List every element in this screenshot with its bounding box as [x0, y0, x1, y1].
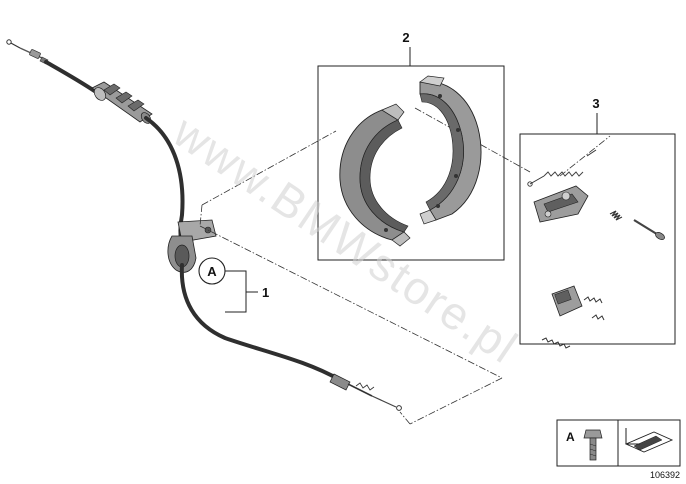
- cable-end-top: [6, 39, 49, 65]
- callout-2: 2: [402, 30, 409, 45]
- callout-1: 1: [262, 285, 269, 300]
- bolt-icon: [583, 429, 603, 461]
- handbrake-cable-assembly: [6, 39, 402, 411]
- callout-a-letter: A: [207, 264, 217, 279]
- cable-end-bottom: [329, 373, 402, 411]
- adjuster-mechanism: [533, 185, 589, 223]
- arrow-tool-icon: [624, 428, 674, 453]
- legend-box: A: [556, 419, 681, 467]
- callout-a-marker: A 1: [198, 257, 269, 313]
- reference-number: 106392: [650, 470, 680, 480]
- leader-lines: [199, 107, 611, 425]
- return-spring: [527, 149, 597, 187]
- repair-kit-box: 3: [519, 96, 676, 349]
- legend-letter: A: [566, 430, 575, 444]
- brake-shoe-left: [339, 103, 411, 247]
- cable-bracket: [167, 219, 217, 273]
- callout-3: 3: [592, 96, 599, 111]
- brake-shoe-box: 2: [317, 30, 505, 261]
- cable-sheath-upper: [44, 60, 98, 94]
- brake-shoe-right: [419, 75, 482, 225]
- hold-down-pin: [633, 219, 665, 240]
- hold-down-spring: [609, 210, 623, 221]
- lower-adjuster-set: [541, 285, 605, 349]
- cable-adjuster: [91, 81, 153, 124]
- cable-sheath-lower: [179, 263, 342, 382]
